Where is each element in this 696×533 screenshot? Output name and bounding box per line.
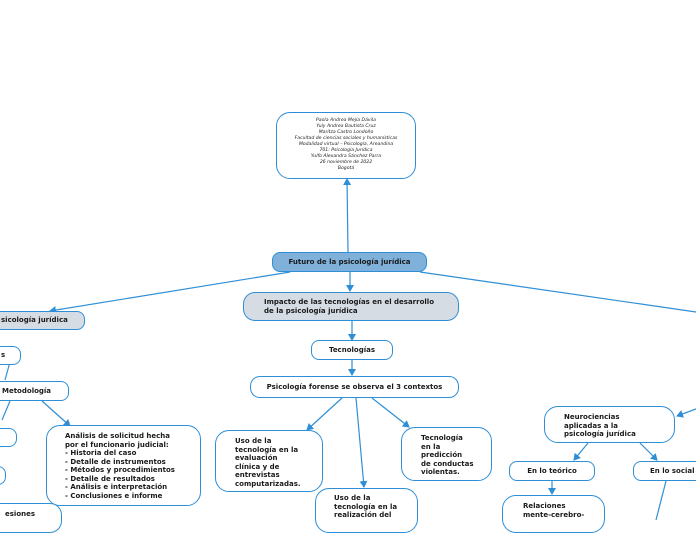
root-node[interactable]: Futuro de la psicología jurídica — [272, 252, 427, 272]
left-branch-node[interactable]: sicología jurídica — [0, 311, 85, 330]
edge-metodologia-analisis — [41, 400, 71, 427]
impacto-node[interactable]: Impacto de las tecnologías en el desarro… — [243, 292, 459, 321]
relaciones-node[interactable]: Relaciones mente-cerebro- — [502, 495, 605, 533]
edge-root-right — [419, 271, 696, 313]
connector-lines — [1, 178, 696, 520]
edge-neuro-teorico — [573, 442, 589, 461]
metodologia-node[interactable]: Metodología — [0, 381, 69, 401]
edge-contextos-realizacion — [355, 397, 368, 488]
social-node[interactable]: En lo social — [633, 461, 696, 481]
tecnologias-node[interactable]: Tecnologías — [311, 340, 393, 360]
edge-root-authors — [343, 178, 352, 253]
edge-contextos-prediccion — [371, 397, 410, 428]
prediccion-node[interactable]: Tecnología en la predicción de conductas… — [401, 427, 492, 481]
edge-root-left — [49, 271, 291, 314]
edge-neuro-social — [639, 442, 658, 461]
contextos-node[interactable]: Psicología forense se observa el 3 conte… — [250, 376, 459, 398]
uso-evaluacion-node[interactable]: Uso de la tecnología en la evaluación cl… — [215, 430, 323, 492]
edge-right-neuro — [676, 408, 696, 418]
authors-box: Paola Andrea Mejía Dávila Yuly Andrea Ba… — [276, 112, 416, 179]
edge-left-top — [4, 361, 11, 381]
left-bottom-cut-node[interactable]: esiones — [0, 503, 62, 533]
edge-metodologia-left — [1, 400, 11, 421]
edge-social-down — [655, 480, 667, 520]
neurociencias-node[interactable]: Neurociencias aplicadas a la psicología … — [544, 406, 675, 443]
left-top-cut-node[interactable]: s — [0, 346, 21, 365]
edge-contextos-evaluacion — [306, 397, 343, 431]
left-mid-cut-node[interactable] — [0, 428, 17, 447]
teorico-node[interactable]: En lo teórico — [509, 461, 595, 481]
analisis-node[interactable]: Análisis de solicitud hecha por el funci… — [46, 425, 201, 506]
uso-realizacion-node[interactable]: Uso de la tecnología en la realización d… — [315, 488, 418, 533]
